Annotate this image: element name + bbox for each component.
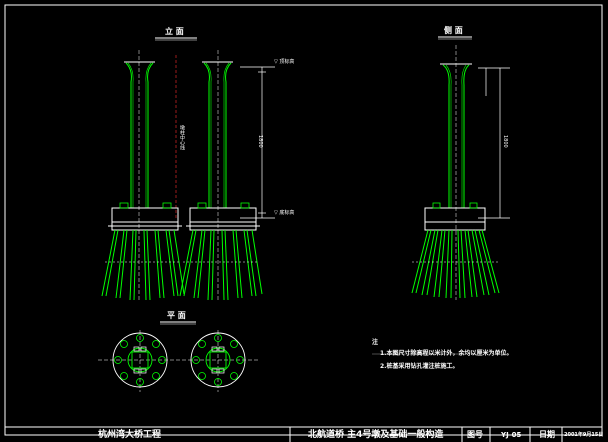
side-view-title: 侧 面 bbox=[444, 26, 463, 35]
plan-view bbox=[98, 321, 258, 392]
bottom-level-label: ▽ 底标高 bbox=[274, 210, 295, 216]
notes-heading: 注 bbox=[372, 339, 379, 346]
column-center-text: 墩柱中心线 bbox=[179, 125, 185, 150]
elevation-view-title: 立 面 bbox=[165, 27, 184, 36]
elevation-piles-right bbox=[179, 229, 263, 301]
drawing-title: 北航道桥 主4号墩及基础一般构造 bbox=[308, 430, 444, 440]
note-line-2: 2.桩基采用钻孔灌注桩施工。 bbox=[380, 363, 459, 370]
sheet-number-label: 图号 bbox=[467, 430, 483, 439]
top-level-label: ▽ 顶标高 bbox=[274, 59, 295, 65]
right-pier-column bbox=[202, 61, 233, 208]
plan-cap-left bbox=[112, 332, 168, 388]
side-view bbox=[411, 36, 510, 300]
elevation-piles-left bbox=[101, 229, 185, 301]
plan-view-title: 平 面 bbox=[167, 311, 186, 320]
date-label: 日期 bbox=[539, 430, 555, 439]
left-pier-column bbox=[124, 61, 155, 208]
plan-cap-right bbox=[190, 332, 246, 388]
project-name: 杭州湾大桥工程 bbox=[98, 430, 162, 440]
elevation-view bbox=[101, 37, 275, 301]
title-block-lines bbox=[5, 426, 602, 442]
vertical-dimension-right: 1800 bbox=[502, 135, 508, 148]
note-line-1: 1.本图尺寸除高程以米计外，余均以厘米为单位。 bbox=[380, 350, 513, 357]
sheet-number-value: YJ-05 bbox=[501, 431, 522, 439]
drawing-border bbox=[4, 4, 603, 436]
vertical-dimension-left: 1800 bbox=[257, 135, 263, 148]
elevation-pile-caps bbox=[108, 207, 260, 231]
date-value: 2001年9月15日 bbox=[564, 432, 604, 438]
side-view-piles bbox=[411, 229, 500, 299]
